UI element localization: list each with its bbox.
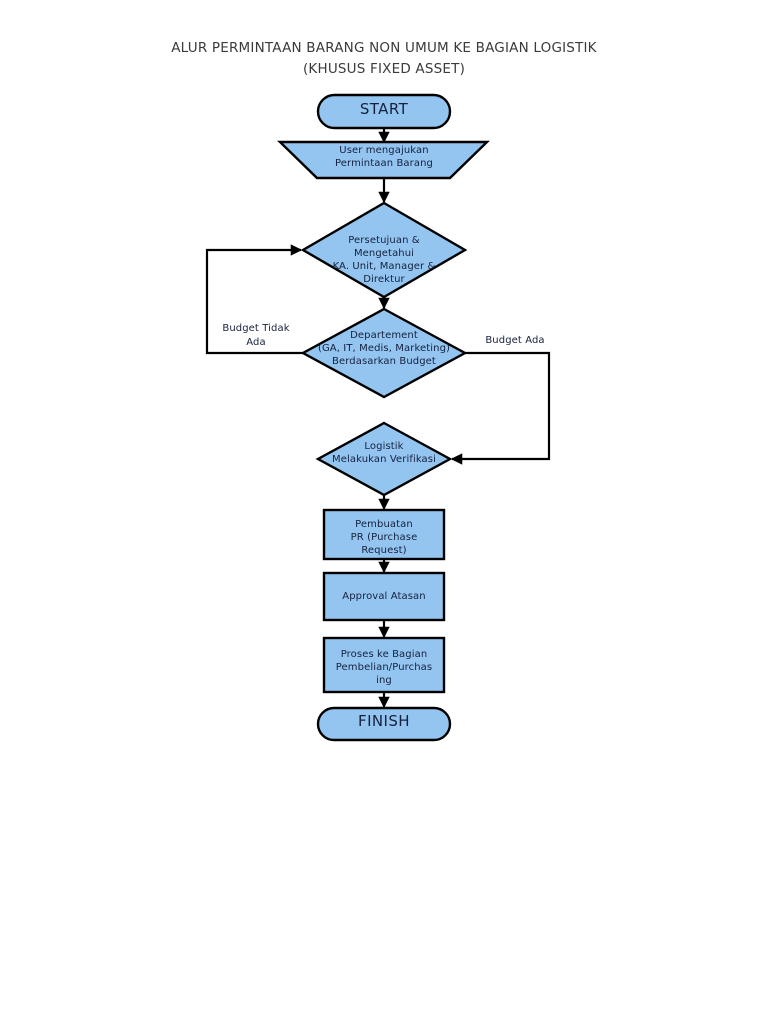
node-finish[interactable] bbox=[316, 706, 452, 742]
edge-label-budget-tidak-ada-line-1: Budget Tidak bbox=[222, 323, 290, 334]
edge-label-budget-tidak-ada: Budget Tidak Ada bbox=[196, 322, 316, 350]
node-proses-pembelian[interactable] bbox=[322, 636, 446, 694]
connector-budget-ada-loop bbox=[450, 351, 551, 465]
edge-label-budget-ada: Budget Ada bbox=[485, 335, 545, 346]
node-permintaan-barang[interactable] bbox=[277, 140, 490, 180]
page-title: ALUR PERMINTAAN BARANG NON UMUM KE BAGIA… bbox=[104, 38, 664, 80]
page-title-line-2: (KHUSUS FIXED ASSET) bbox=[302, 61, 466, 77]
node-approval-atasan[interactable] bbox=[322, 571, 446, 622]
node-pembuatan-pr[interactable] bbox=[322, 508, 446, 561]
node-start[interactable] bbox=[316, 93, 452, 130]
node-persetujuan[interactable] bbox=[300, 201, 468, 299]
node-departement[interactable] bbox=[300, 307, 468, 399]
page-title-line-1: ALUR PERMINTAAN BARANG NON UMUM KE BAGIA… bbox=[171, 40, 597, 56]
node-logistik-verifikasi[interactable] bbox=[315, 421, 453, 497]
connector-budget-tidak-ada-loop bbox=[205, 244, 303, 355]
edge-label-budget-tidak-ada-line-2: Ada bbox=[246, 337, 266, 348]
